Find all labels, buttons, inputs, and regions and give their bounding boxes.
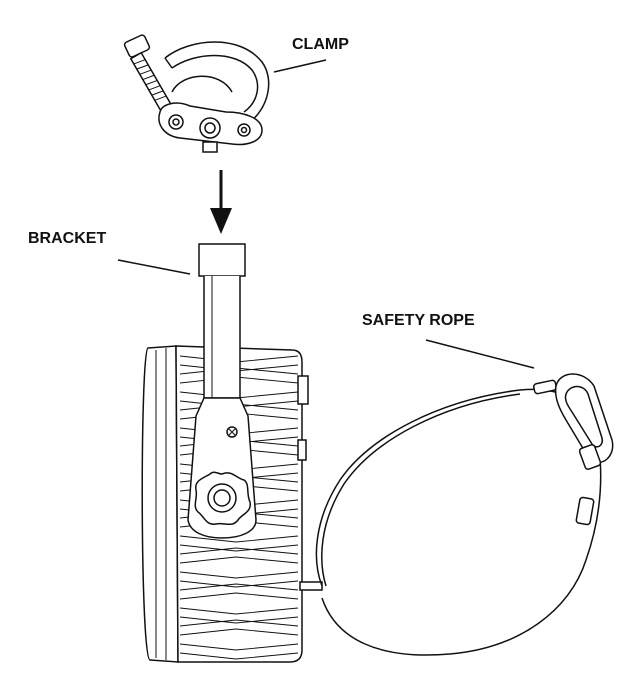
cooling-fin — [179, 544, 299, 552]
cooling-fin — [179, 535, 299, 543]
safety-rope-illustration — [315, 373, 614, 656]
cooling-fin — [179, 652, 299, 660]
cooling-fin — [179, 571, 299, 579]
cooling-fin — [179, 547, 299, 555]
safety-rope-label: SAFETY ROPE — [362, 312, 475, 329]
clamp-label: CLAMP — [292, 36, 349, 53]
cooling-fin — [179, 628, 299, 636]
bracket-leader-line — [117, 259, 191, 275]
safety-rope-leader-line — [425, 339, 535, 369]
bracket-illustration — [187, 243, 257, 539]
cooling-fin — [179, 556, 299, 564]
callout-lines — [117, 59, 535, 369]
cooling-fin — [179, 616, 299, 624]
cooling-fin — [179, 580, 299, 588]
cooling-fin — [179, 583, 299, 591]
down-arrow — [210, 170, 232, 234]
cooling-fin — [179, 643, 299, 651]
cooling-fin — [179, 607, 299, 615]
clamp-leader-line — [273, 59, 327, 73]
clamp-illustration — [123, 34, 270, 153]
cooling-fin — [179, 619, 299, 627]
bracket-label: BRACKET — [28, 230, 107, 247]
cooling-fin — [179, 592, 299, 600]
